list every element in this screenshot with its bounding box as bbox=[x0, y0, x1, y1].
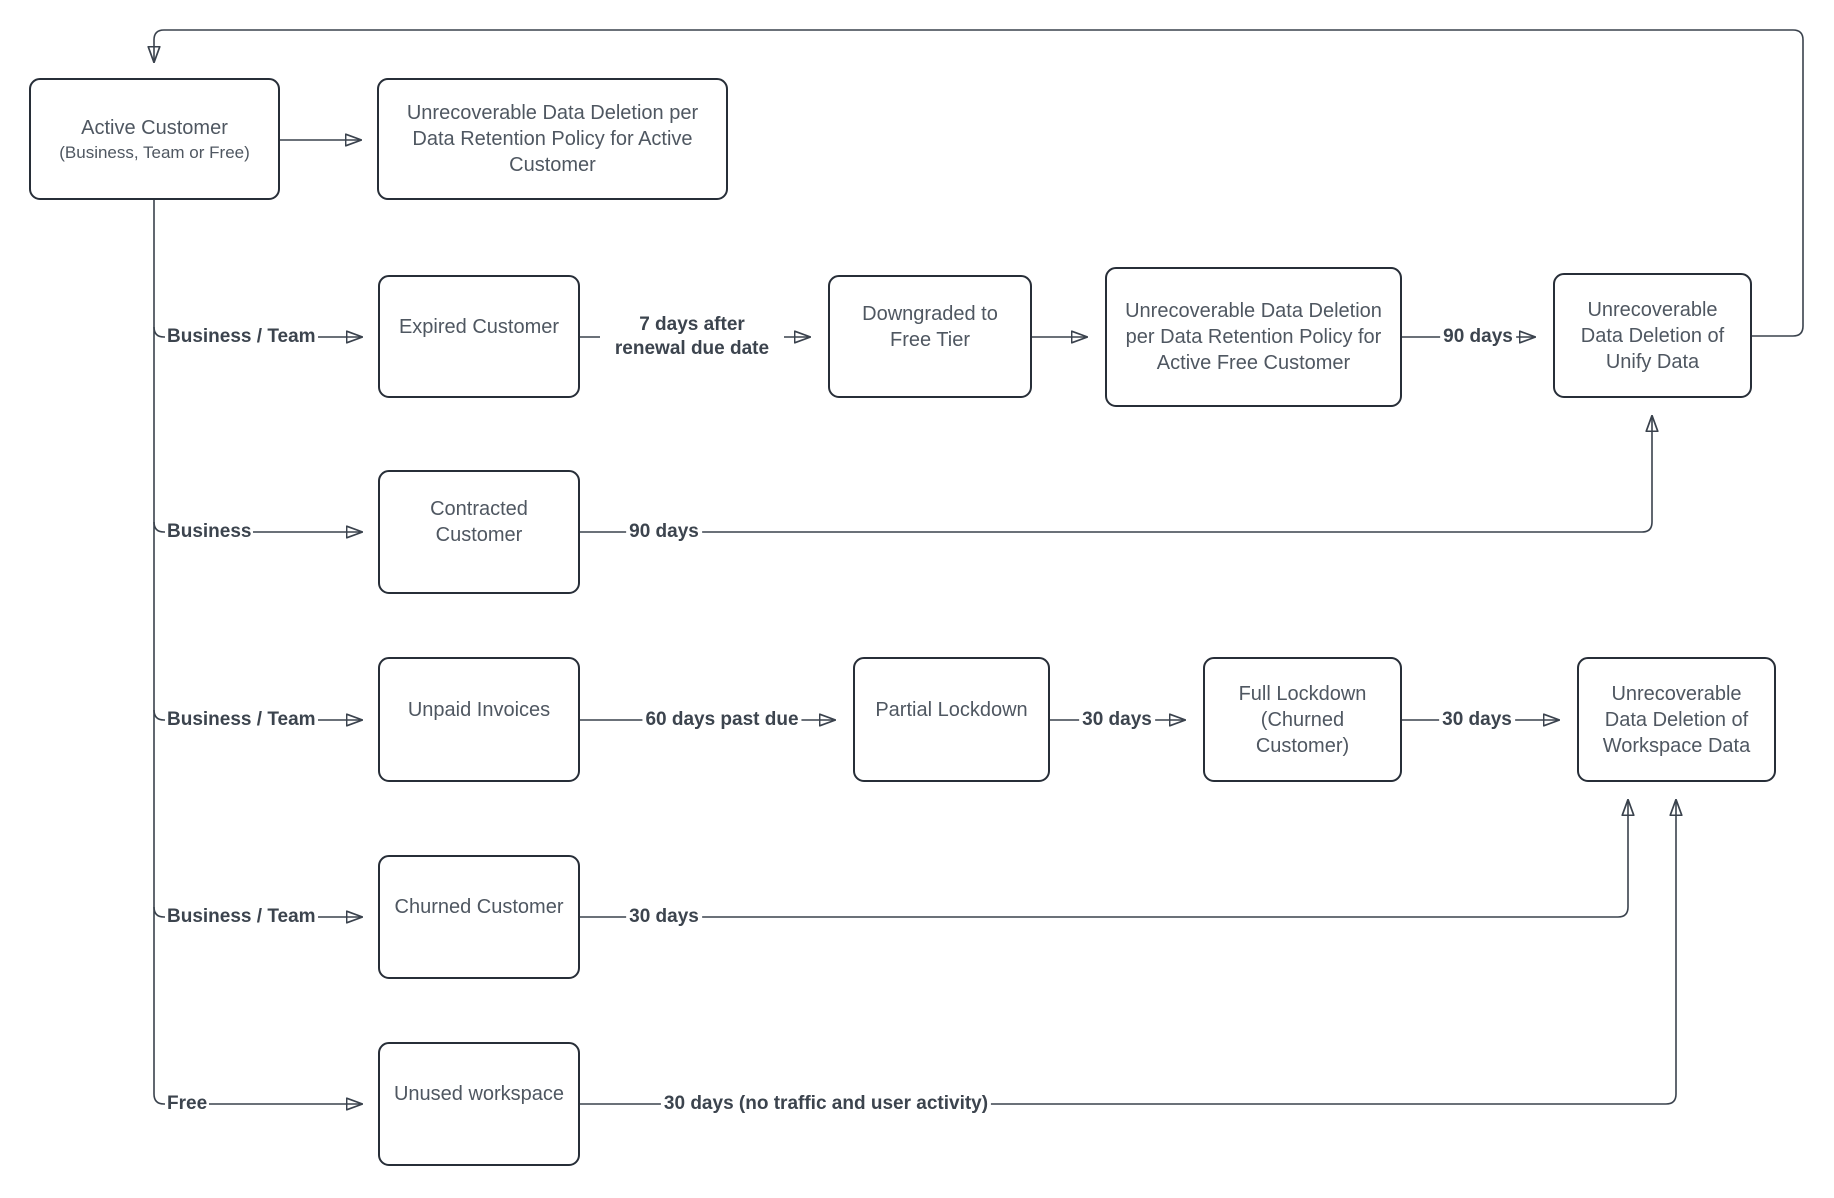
node-partial-lockdown: Partial Lockdown bbox=[853, 657, 1050, 782]
edge-churned-to-workspace-deletion bbox=[580, 800, 1628, 918]
node-contracted-customer: Contracted Customer bbox=[378, 470, 580, 594]
edge-contracted-to-unify-deletion bbox=[580, 416, 1652, 533]
node-label: Downgraded to Free Tier bbox=[862, 302, 998, 351]
edge-unused-to-workspace-deletion bbox=[580, 800, 1676, 1105]
edge-label-30-days-no-traffic: 30 days (no traffic and user activity) bbox=[660, 1092, 992, 1116]
node-label: Unpaid Invoices bbox=[407, 698, 551, 721]
edge-label-7-days-after-renewal: 7 days after renewal due date bbox=[600, 313, 784, 361]
edge-branch-contracted bbox=[153, 521, 362, 532]
node-label: Partial Lockdown bbox=[875, 698, 1028, 721]
edge-unify-deletion-to-active-customer bbox=[154, 29, 1804, 337]
node-label: Churned Customer bbox=[394, 896, 564, 918]
node-label: Unrecoverable Data Deletion per Data Ret… bbox=[1125, 300, 1382, 374]
node-label: Unrecoverable Data Deletion of Unify Dat… bbox=[1580, 298, 1725, 373]
edge-branch-unpaid bbox=[153, 709, 362, 720]
node-active-customer-title: Active Customer bbox=[81, 116, 228, 139]
edge-label-branch-business-team-unpaid: Business / Team bbox=[165, 708, 318, 732]
node-label: Expired Customer bbox=[398, 315, 560, 338]
edge-label-branch-business-contracted: Business bbox=[165, 520, 254, 544]
node-unrecoverable-deletion-unify-data: Unrecoverable Data Deletion of Unify Dat… bbox=[1553, 273, 1752, 398]
node-label: Unrecoverable Data Deletion per Data Ret… bbox=[406, 102, 699, 176]
node-label: Unrecoverable Data Deletion of Workspace… bbox=[1602, 682, 1751, 757]
node-label: Full Lockdown (Churned Customer) bbox=[1238, 682, 1367, 757]
node-unpaid-invoices: Unpaid Invoices bbox=[378, 657, 580, 782]
node-full-lockdown-churned-customer: Full Lockdown (Churned Customer) bbox=[1203, 657, 1402, 782]
edge-label-90-days-free-deletion: 90 days bbox=[1440, 325, 1516, 349]
edge-trunk-and-free-branch bbox=[153, 200, 362, 1104]
node-label: Unused workspace bbox=[393, 1083, 565, 1105]
node-unrecoverable-deletion-active-customer: Unrecoverable Data Deletion per Data Ret… bbox=[377, 78, 728, 200]
edge-branch-expired bbox=[153, 326, 362, 337]
edge-label-30-days-full-to-workspace: 30 days bbox=[1439, 708, 1515, 732]
node-churned-customer: Churned Customer bbox=[378, 855, 580, 979]
edge-label-branch-business-team-expired: Business / Team bbox=[165, 325, 318, 349]
node-active-customer: Active Customer (Business, Team or Free) bbox=[29, 78, 280, 200]
edge-label-branch-business-team-churned: Business / Team bbox=[165, 905, 318, 929]
edge-label-30-days-churned: 30 days bbox=[626, 905, 702, 929]
edge-branch-churned bbox=[153, 906, 362, 917]
edge-label-60-days-past-due: 60 days past due bbox=[642, 708, 802, 732]
node-unrecoverable-deletion-workspace-data: Unrecoverable Data Deletion of Workspace… bbox=[1577, 657, 1776, 782]
node-label: Contracted Customer bbox=[430, 498, 528, 546]
node-unused-workspace: Unused workspace bbox=[378, 1042, 580, 1166]
node-downgraded-to-free-tier: Downgraded to Free Tier bbox=[828, 275, 1032, 398]
node-expired-customer: Expired Customer bbox=[378, 275, 580, 398]
node-active-customer-subtitle: (Business, Team or Free) bbox=[59, 142, 250, 162]
edge-label-branch-free-unused: Free bbox=[165, 1092, 210, 1116]
edge-label-30-days-partial-to-full: 30 days bbox=[1079, 708, 1155, 732]
node-unrecoverable-deletion-active-free-customer: Unrecoverable Data Deletion per Data Ret… bbox=[1105, 267, 1402, 407]
edge-label-90-days-contracted: 90 days bbox=[626, 520, 702, 544]
